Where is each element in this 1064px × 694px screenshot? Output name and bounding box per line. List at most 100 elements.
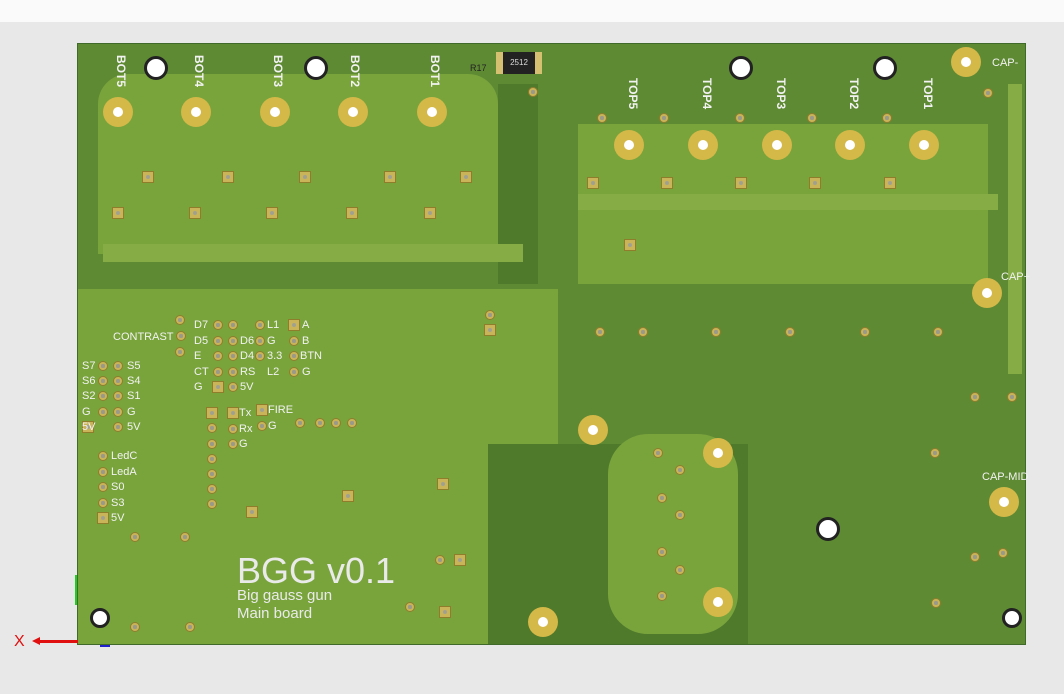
via-pad [638,327,648,337]
square-pad [384,171,396,183]
via-pad [970,392,980,402]
via-pad [98,451,108,461]
via-pad [207,454,217,464]
via-pad [207,423,217,433]
via-pad [675,465,685,475]
uart-pin-label: Rx [239,423,253,435]
led-pin-label: 5V [111,512,125,524]
lcd-pin-label: L1 [267,319,280,331]
mounting-hole [144,56,168,80]
lcd-pin-label: 3.3 [267,350,283,362]
via-pad [933,327,943,337]
via-pad [735,113,745,123]
via-pad [405,602,415,612]
pcb-board[interactable] [77,43,1026,645]
lcd-pin-label: RS [240,366,256,378]
top4-label: TOP4 [700,78,714,110]
via-pad [595,327,605,337]
connector-pad[interactable] [528,607,558,637]
square-pad [266,207,278,219]
square-pad [346,207,358,219]
via-pad [882,113,892,123]
bus-trace [103,244,523,262]
square-pad [256,404,268,416]
switch-pin-label: S6 [82,375,96,387]
via-pad [113,361,123,371]
via-pad [295,418,305,428]
via-pad [207,469,217,479]
square-pad [342,490,354,502]
via-pad [213,320,223,330]
via-pad [657,547,667,557]
connector-pad[interactable] [989,487,1019,517]
via-pad [180,532,190,542]
via-pad [289,336,299,346]
switch-pin-label: S2 [82,390,96,402]
switch-pin-label: G [127,406,136,418]
lcd-pin-label: D5 [194,335,209,347]
connector-pad[interactable] [614,130,644,160]
lcd-pin-label: E [194,350,202,362]
switch-pin-label: 5V [127,421,141,433]
connector-pad[interactable] [762,130,792,160]
resistor-value: 2512 [510,58,528,67]
connector-pad[interactable] [972,278,1002,308]
via-pad [659,113,669,123]
lcd-pin-label: B [302,335,310,347]
via-pad [175,347,185,357]
square-pad [97,512,109,524]
connector-pad[interactable] [703,587,733,617]
mounting-hole [816,517,840,541]
square-pad [587,177,599,189]
x-axis-arrowhead [32,637,40,645]
connector-pad[interactable] [578,415,608,445]
via-pad [207,439,217,449]
connector-pad[interactable] [688,130,718,160]
connector-pad[interactable] [951,47,981,77]
via-pad [98,482,108,492]
via-pad [653,448,663,458]
via-pad [931,598,941,608]
square-pad [222,171,234,183]
lcd-pin-label: A [302,319,310,331]
connector-pad[interactable] [338,97,368,127]
via-pad [213,336,223,346]
via-pad [98,361,108,371]
connector-pad[interactable] [417,97,447,127]
left-pour [78,289,558,644]
bot3-label: BOT3 [271,55,285,88]
connector-pad[interactable] [835,130,865,160]
cap-mid-label: CAP-MID [982,471,1029,483]
lcd-pin-label: D6 [240,335,255,347]
via-pad [207,499,217,509]
lcd-pin-label: G [267,335,276,347]
via-pad [98,498,108,508]
square-pad [484,324,496,336]
switch-pin-label: S4 [127,375,141,387]
via-pad [998,548,1008,558]
switch-pin-label: S5 [127,360,141,372]
connector-pad[interactable] [103,97,133,127]
square-pad [246,506,258,518]
switch-pin-label: G [82,406,91,418]
via-pad [113,391,123,401]
connector-pad[interactable] [181,97,211,127]
via-pad [597,113,607,123]
via-pad [255,336,265,346]
via-pad [289,367,299,377]
switch-pin-label: S7 [82,360,96,372]
connector-pad[interactable] [909,130,939,160]
lcd-pin-label: G [194,381,203,393]
connector-pad[interactable] [703,438,733,468]
via-pad [113,422,123,432]
led-pin-label: S0 [111,481,125,493]
square-pad [227,407,239,419]
mounting-hole [729,56,753,80]
resistor-r17[interactable]: 2512 [496,52,542,74]
via-pad [675,510,685,520]
switch-pin-label: 5V [82,421,96,433]
connector-pad[interactable] [260,97,290,127]
via-pad [675,565,685,575]
via-pad [113,407,123,417]
square-pad [624,239,636,251]
